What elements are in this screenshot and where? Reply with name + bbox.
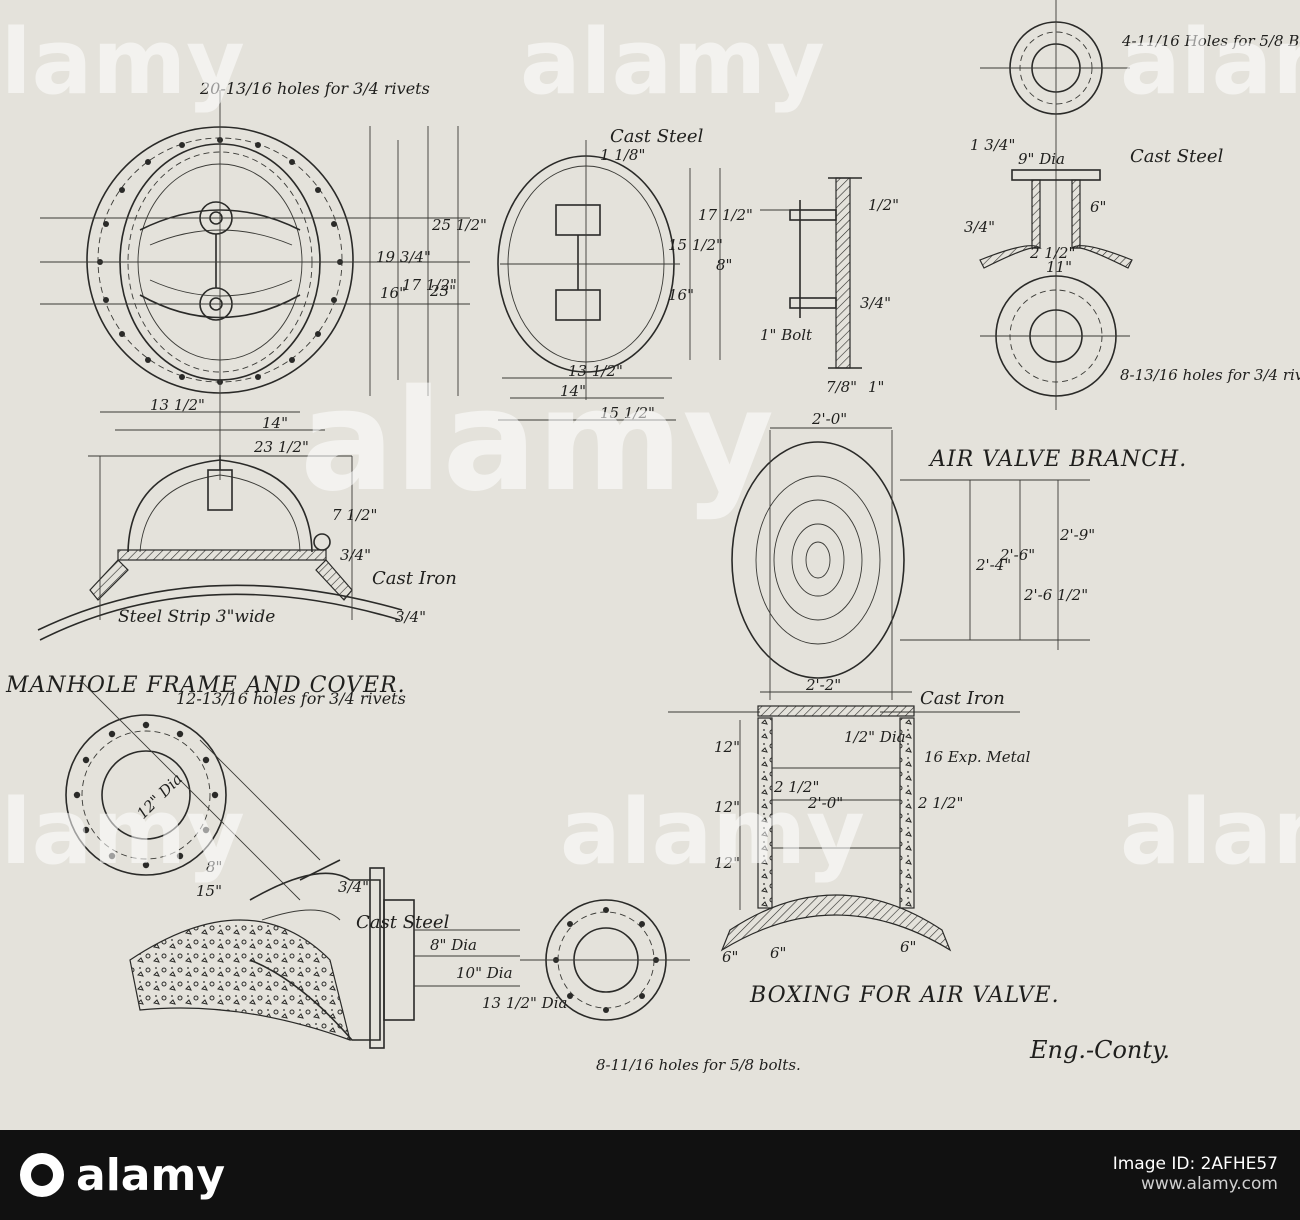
dim-label: 1 3/4": [970, 136, 1015, 154]
dim-label: 2'-6": [999, 546, 1035, 564]
dim-label: 23 1/2": [253, 438, 309, 456]
dim-label: 3/4": [338, 878, 369, 896]
drawing-credit: Eng.-Conty.: [1029, 1036, 1170, 1064]
stock-url[interactable]: www.alamy.com: [1140, 1174, 1278, 1194]
dim-label: 2 1/2": [1029, 244, 1075, 262]
dim-label: 6": [722, 948, 738, 966]
dim-label: 2'-2": [805, 676, 841, 694]
image-id: Image ID: 2AFHE57: [1112, 1154, 1278, 1175]
dim-label: 15": [196, 882, 222, 900]
dim-label: 12": [714, 854, 740, 872]
dim-label: 11": [1046, 258, 1072, 276]
dim-label: 6": [900, 938, 916, 956]
dim-label: 14": [560, 382, 586, 400]
stock-image-info: Image ID: 2AFHE57 www.alamy.com: [1113, 1155, 1278, 1194]
dim-label: 2'-4": [975, 556, 1011, 574]
dim-label: 3/4": [964, 218, 995, 236]
dim-label: 1/2": [868, 196, 899, 214]
dim-label: 1/2" Dia: [844, 728, 906, 746]
dim-label: 2'-6 1/2": [1023, 586, 1088, 604]
dim-label: 16": [380, 284, 406, 302]
dim-label: 13 1/2": [568, 362, 623, 380]
manhole-plan-view: 20-13/16 holes for 3/4 rivets 19 3/4" 17…: [40, 79, 487, 480]
dim-label: 10" Dia: [456, 964, 513, 982]
dim-label: 2 1/2": [917, 794, 963, 812]
boxing-title: BOXING FOR AIR VALVE.: [749, 983, 1060, 1008]
dim-label: 23": [429, 282, 456, 300]
stock-logo[interactable]: alamy: [20, 1150, 225, 1201]
boxing-material: Cast Iron: [920, 688, 1005, 709]
manhole-material-bottom: Cast Iron: [372, 568, 457, 589]
cover-material: Cast Steel: [610, 126, 704, 147]
branch-bottom-holes: 8-13/16 holes for 3/4 rivets: [1120, 366, 1300, 384]
manhole-title: MANHOLE FRAME AND COVER.: [5, 673, 406, 698]
stock-footer-bar: alamy Image ID: 2AFHE57 www.alamy.com: [0, 1130, 1300, 1220]
dim-label: 14": [262, 414, 288, 432]
dim-label: 6": [1090, 198, 1106, 216]
dim-label: 3/4": [860, 294, 891, 312]
dim-label: 8" Dia: [430, 936, 477, 954]
dim-label: 3/4": [395, 608, 426, 626]
dim-label: 17 1/2": [698, 206, 753, 224]
dim-label: 7/8": [826, 378, 857, 396]
dim-label: 13 1/2": [150, 396, 205, 414]
dim-label: 13 1/2" Dia: [482, 994, 567, 1012]
outlet-elbow-detail: 12-13/16 holes for 3/4 rivets 12" Dia 8"…: [65, 679, 801, 1074]
dim-label: 3/4": [340, 546, 371, 564]
dim-label: 7 1/2": [332, 506, 377, 524]
dim-label: 6": [770, 944, 786, 962]
dim-label: 25 1/2": [431, 216, 487, 234]
dim-label: 2 1/2": [773, 778, 819, 796]
dim-label: 15 1/2": [600, 404, 655, 422]
dim-label: 12" Dia: [133, 770, 186, 823]
branch-top-holes: 4-11/16 Holes for 5/8 Bolts: [1121, 32, 1300, 50]
dim-label: 2'-9": [1059, 526, 1095, 544]
drawing-canvas: 20-13/16 holes for 3/4 rivets 19 3/4" 17…: [5, 0, 1300, 1074]
dim-label: 15 1/2": [668, 236, 723, 254]
air-valve-branch: 4-11/16 Holes for 5/8 Bolts Cast Steel 9…: [928, 0, 1300, 472]
manhole-strip-note: Steel Strip 3"wide: [118, 607, 275, 627]
engineering-drawing-sheet: 20-13/16 holes for 3/4 rivets 19 3/4" 17…: [0, 0, 1300, 1130]
cover-detail: Cast Steel 1 1/8" 15 1/2" 17 1/2" 8" 16"…: [497, 126, 899, 422]
dim-label: 8": [206, 858, 222, 876]
branch-material: Cast Steel: [1130, 146, 1224, 167]
dim-label: 17 1/2": [402, 276, 457, 294]
boxing-for-air-valve: 2'-0" 2'-4" 2'-6" 2'-6 1/2" 2'-9" 2'-2" …: [668, 410, 1095, 1008]
dim-label: 12": [714, 738, 740, 756]
stock-logo-text: alamy: [76, 1149, 225, 1201]
dim-label: 8": [716, 256, 732, 274]
air-valve-branch-title: AIR VALVE BRANCH.: [928, 447, 1187, 472]
outlet-bolt-note: 8-11/16 holes for 5/8 bolts.: [596, 1056, 801, 1074]
dim-label: 16": [668, 286, 694, 304]
dim-label: 1" Bolt: [760, 326, 813, 344]
alamy-logo-icon: [20, 1153, 64, 1197]
manhole-section-view: 7 1/2" 3/4" 3/4" Cast Iron Steel Strip 3…: [5, 455, 457, 698]
manhole-holes-note: 20-13/16 holes for 3/4 rivets: [199, 79, 430, 98]
boxing-mesh: 16 Exp. Metal: [924, 748, 1031, 766]
dim-label: 1 1/8": [600, 146, 645, 164]
dim-label: 1": [868, 378, 884, 396]
outlet-holes-note: 12-13/16 holes for 3/4 rivets: [176, 689, 406, 708]
dim-label: 12": [714, 798, 740, 816]
dim-label: 9" Dia: [1018, 150, 1065, 168]
dim-label: 2'-0": [811, 410, 847, 428]
dim-label: 19 3/4": [376, 248, 431, 266]
dim-label: 2'-0": [807, 794, 843, 812]
outlet-material: Cast Steel: [356, 912, 450, 933]
